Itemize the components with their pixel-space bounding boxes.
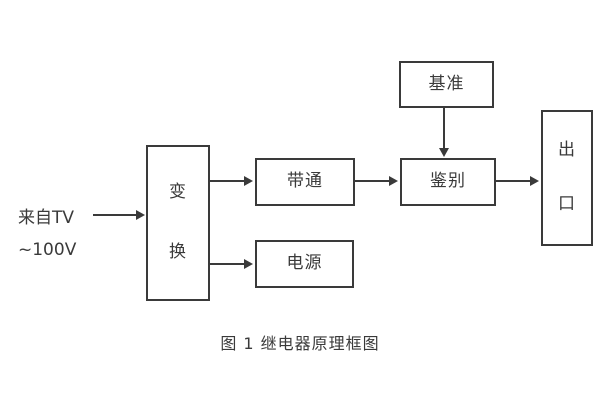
block-reference-label: 基准 xyxy=(428,73,465,94)
edge-bandpass-to-discriminator-line xyxy=(355,180,391,182)
edge-bandpass-to-discriminator-arrowhead-icon xyxy=(389,176,398,186)
block-bandpass-label: 带通 xyxy=(287,171,323,192)
source-label-line-2: ~100V xyxy=(18,240,77,260)
edge-reference-to-discriminator-line xyxy=(443,108,445,150)
block-converter[interactable]: 变 换 xyxy=(146,145,210,301)
block-converter-char-2: 换 xyxy=(169,242,187,262)
block-output-char-2: 口 xyxy=(558,194,576,214)
edge-source-to-converter-line xyxy=(93,214,138,216)
figure-caption: 图 1 继电器原理框图 xyxy=(220,334,380,353)
edge-discriminator-to-output-line xyxy=(496,180,532,182)
block-bandpass[interactable]: 带通 xyxy=(255,158,355,206)
edge-reference-to-discriminator-arrowhead-icon xyxy=(439,148,449,157)
block-discriminator-label: 鉴别 xyxy=(430,171,466,192)
block-output[interactable]: 出 口 xyxy=(541,110,593,246)
edge-converter-to-power-line xyxy=(210,263,246,265)
block-power-supply[interactable]: 电源 xyxy=(255,240,354,288)
edge-source-to-converter-arrowhead-icon xyxy=(136,210,145,220)
edge-converter-to-bandpass-arrowhead-icon xyxy=(244,176,253,186)
block-discriminator[interactable]: 鉴别 xyxy=(400,158,496,206)
edge-converter-to-power-arrowhead-icon xyxy=(244,259,253,269)
block-power-supply-label: 电源 xyxy=(286,253,323,274)
edge-discriminator-to-output-arrowhead-icon xyxy=(530,176,539,186)
edge-converter-to-bandpass-line xyxy=(210,180,246,182)
block-output-char-1: 出 xyxy=(558,140,576,161)
source-label-line-1: 来自TV xyxy=(18,208,75,228)
block-converter-char-1: 变 xyxy=(169,182,187,203)
block-reference[interactable]: 基准 xyxy=(399,61,494,108)
